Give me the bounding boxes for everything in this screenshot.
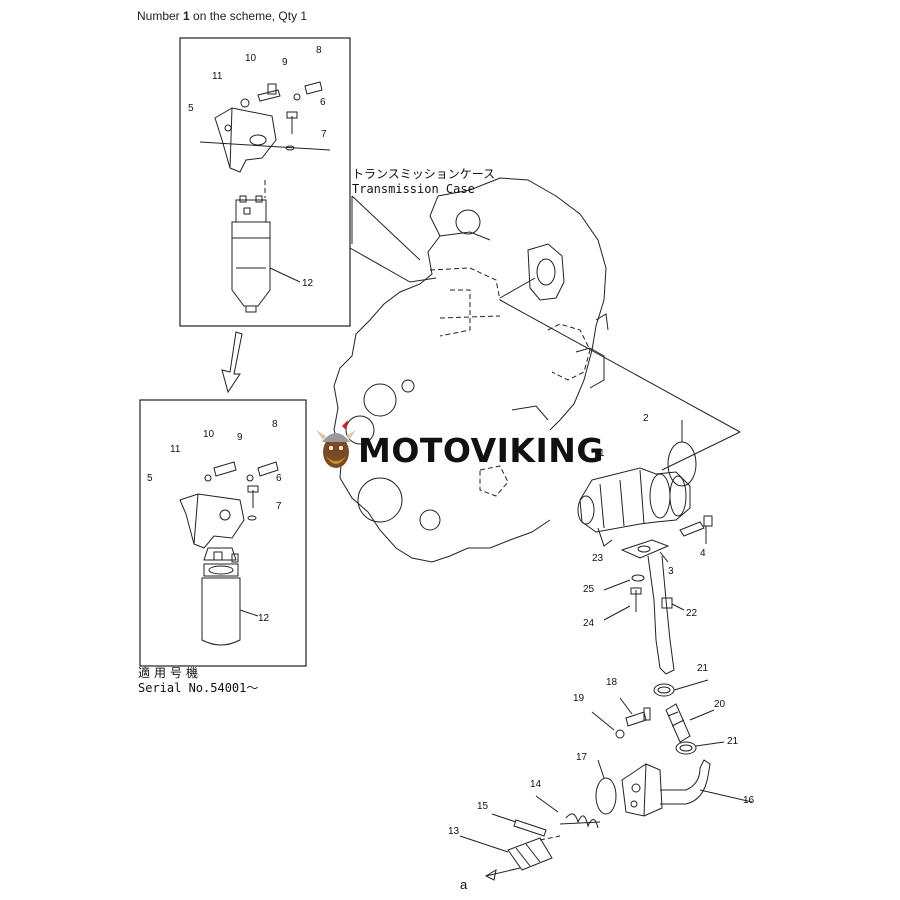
callout-24: 24 xyxy=(583,618,595,629)
callout-1-12: 12 xyxy=(302,278,314,289)
callout-2-6: 6 xyxy=(276,473,282,484)
callout-1-6: 6 xyxy=(320,97,326,108)
strainer-housing xyxy=(595,759,753,817)
transmission-case-en: Transmission Case xyxy=(352,182,475,196)
flow-arrow-icon xyxy=(484,868,497,881)
callout-18: 18 xyxy=(606,677,618,688)
callout-1-10: 10 xyxy=(245,53,257,64)
callout-labels: 10 9 8 11 6 5 7 12 8 10 9 11 6 5 7 12 2 … xyxy=(147,45,755,837)
callout-2: 2 xyxy=(643,413,649,424)
callout-2-11: 11 xyxy=(170,444,181,455)
callout-2-8: 8 xyxy=(272,419,278,430)
header-number: 1 xyxy=(183,9,190,23)
transmission-case-outline xyxy=(333,177,741,563)
callout-19: 19 xyxy=(573,693,585,704)
callout-21-bottom: 21 xyxy=(727,736,739,747)
pump-assembly xyxy=(577,420,713,563)
header-suffix: on the scheme, Qty 1 xyxy=(189,9,308,23)
bolts-18-19 xyxy=(591,697,651,739)
serial-en: Serial No.54001〜 xyxy=(138,681,258,695)
strainer-parts xyxy=(459,795,601,881)
callout-2-10: 10 xyxy=(203,429,215,440)
inset-box-lower xyxy=(139,399,307,667)
scheme-header: Number 1 on the scheme, Qty 1 xyxy=(137,9,307,23)
callout-21-top: 21 xyxy=(697,663,709,674)
callout-23: 23 xyxy=(592,553,604,564)
callout-14: 14 xyxy=(530,779,542,790)
transmission-case-jp: トランスミッションケース xyxy=(352,167,495,181)
callout-2-5: 5 xyxy=(147,473,153,484)
callout-1-11: 11 xyxy=(212,71,223,82)
callout-22: 22 xyxy=(686,608,698,619)
callout-2-9: 9 xyxy=(237,432,243,443)
callout-15: 15 xyxy=(477,801,489,812)
serial-jp: 適用号機 xyxy=(138,665,202,680)
lower-filter-assembly xyxy=(179,461,279,646)
upper-filter-assembly xyxy=(199,81,331,313)
callout-13: 13 xyxy=(448,826,460,837)
callout-17: 17 xyxy=(576,752,588,763)
callout-2-12: 12 xyxy=(258,613,270,624)
motoviking-logo-text: MOTOVIKING xyxy=(358,431,604,470)
callout-4: 4 xyxy=(700,548,706,559)
callout-1-7: 7 xyxy=(321,129,327,140)
header-prefix: Number xyxy=(137,9,184,23)
inset-box-upper xyxy=(179,37,351,327)
callout-1: 1 xyxy=(599,448,605,459)
callout-20: 20 xyxy=(714,699,726,710)
arrow-label-a: a xyxy=(460,877,468,892)
viking-logo-icon xyxy=(316,420,356,468)
callout-25: 25 xyxy=(583,584,595,595)
callout-1-9: 9 xyxy=(282,57,288,68)
callout-16: 16 xyxy=(743,795,755,806)
callout-2-7: 7 xyxy=(276,501,282,512)
callout-3: 3 xyxy=(668,566,674,577)
callout-1-5: 5 xyxy=(188,103,194,114)
down-arrow-icon xyxy=(221,331,243,394)
suction-pipe xyxy=(603,555,685,675)
callout-1-8: 8 xyxy=(316,45,322,56)
hose-clamps xyxy=(653,679,725,755)
